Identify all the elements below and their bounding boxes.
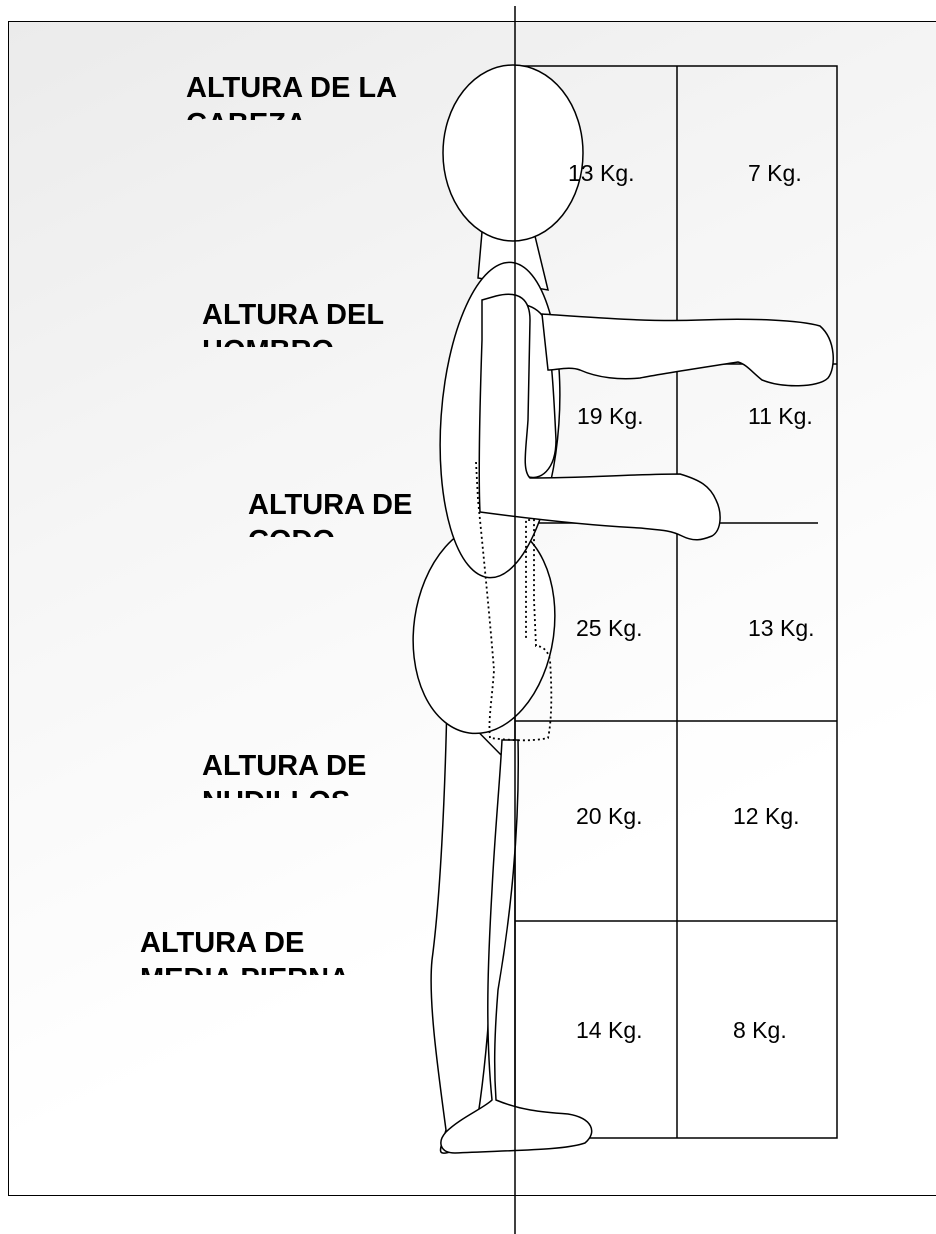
capacity-knuckle-col1: 20 Kg. [576, 803, 643, 830]
label-midleg-height: ALTURA DE MEDIA PIERNA [140, 925, 390, 975]
capacity-midleg-col1: 14 Kg. [576, 1017, 643, 1044]
head [443, 65, 583, 241]
label-knuckle-height: ALTURA DE NUDILLOS [202, 748, 392, 798]
capacity-head-col1: 13 Kg. [568, 160, 635, 187]
capacity-shoulder-col1: 19 Kg. [577, 403, 644, 430]
label-elbow-height: ALTURA DE CODO [248, 487, 438, 537]
label-head-height: ALTURA DE LA CABEZA [186, 70, 446, 120]
human-figure [400, 65, 833, 1153]
capacity-knuckle-col2: 12 Kg. [733, 803, 800, 830]
capacity-elbow-col1: 25 Kg. [576, 615, 643, 642]
capacity-head-col2: 7 Kg. [748, 160, 802, 187]
capacity-shoulder-col2: 11 Kg. [748, 403, 813, 430]
reach-arm-shoulder [542, 314, 833, 386]
load-grid-border [515, 66, 837, 1138]
label-shoulder-height: ALTURA DEL HOMBRO [202, 297, 412, 347]
capacity-midleg-col2: 8 Kg. [733, 1017, 787, 1044]
capacity-elbow-col2: 13 Kg. [748, 615, 815, 642]
